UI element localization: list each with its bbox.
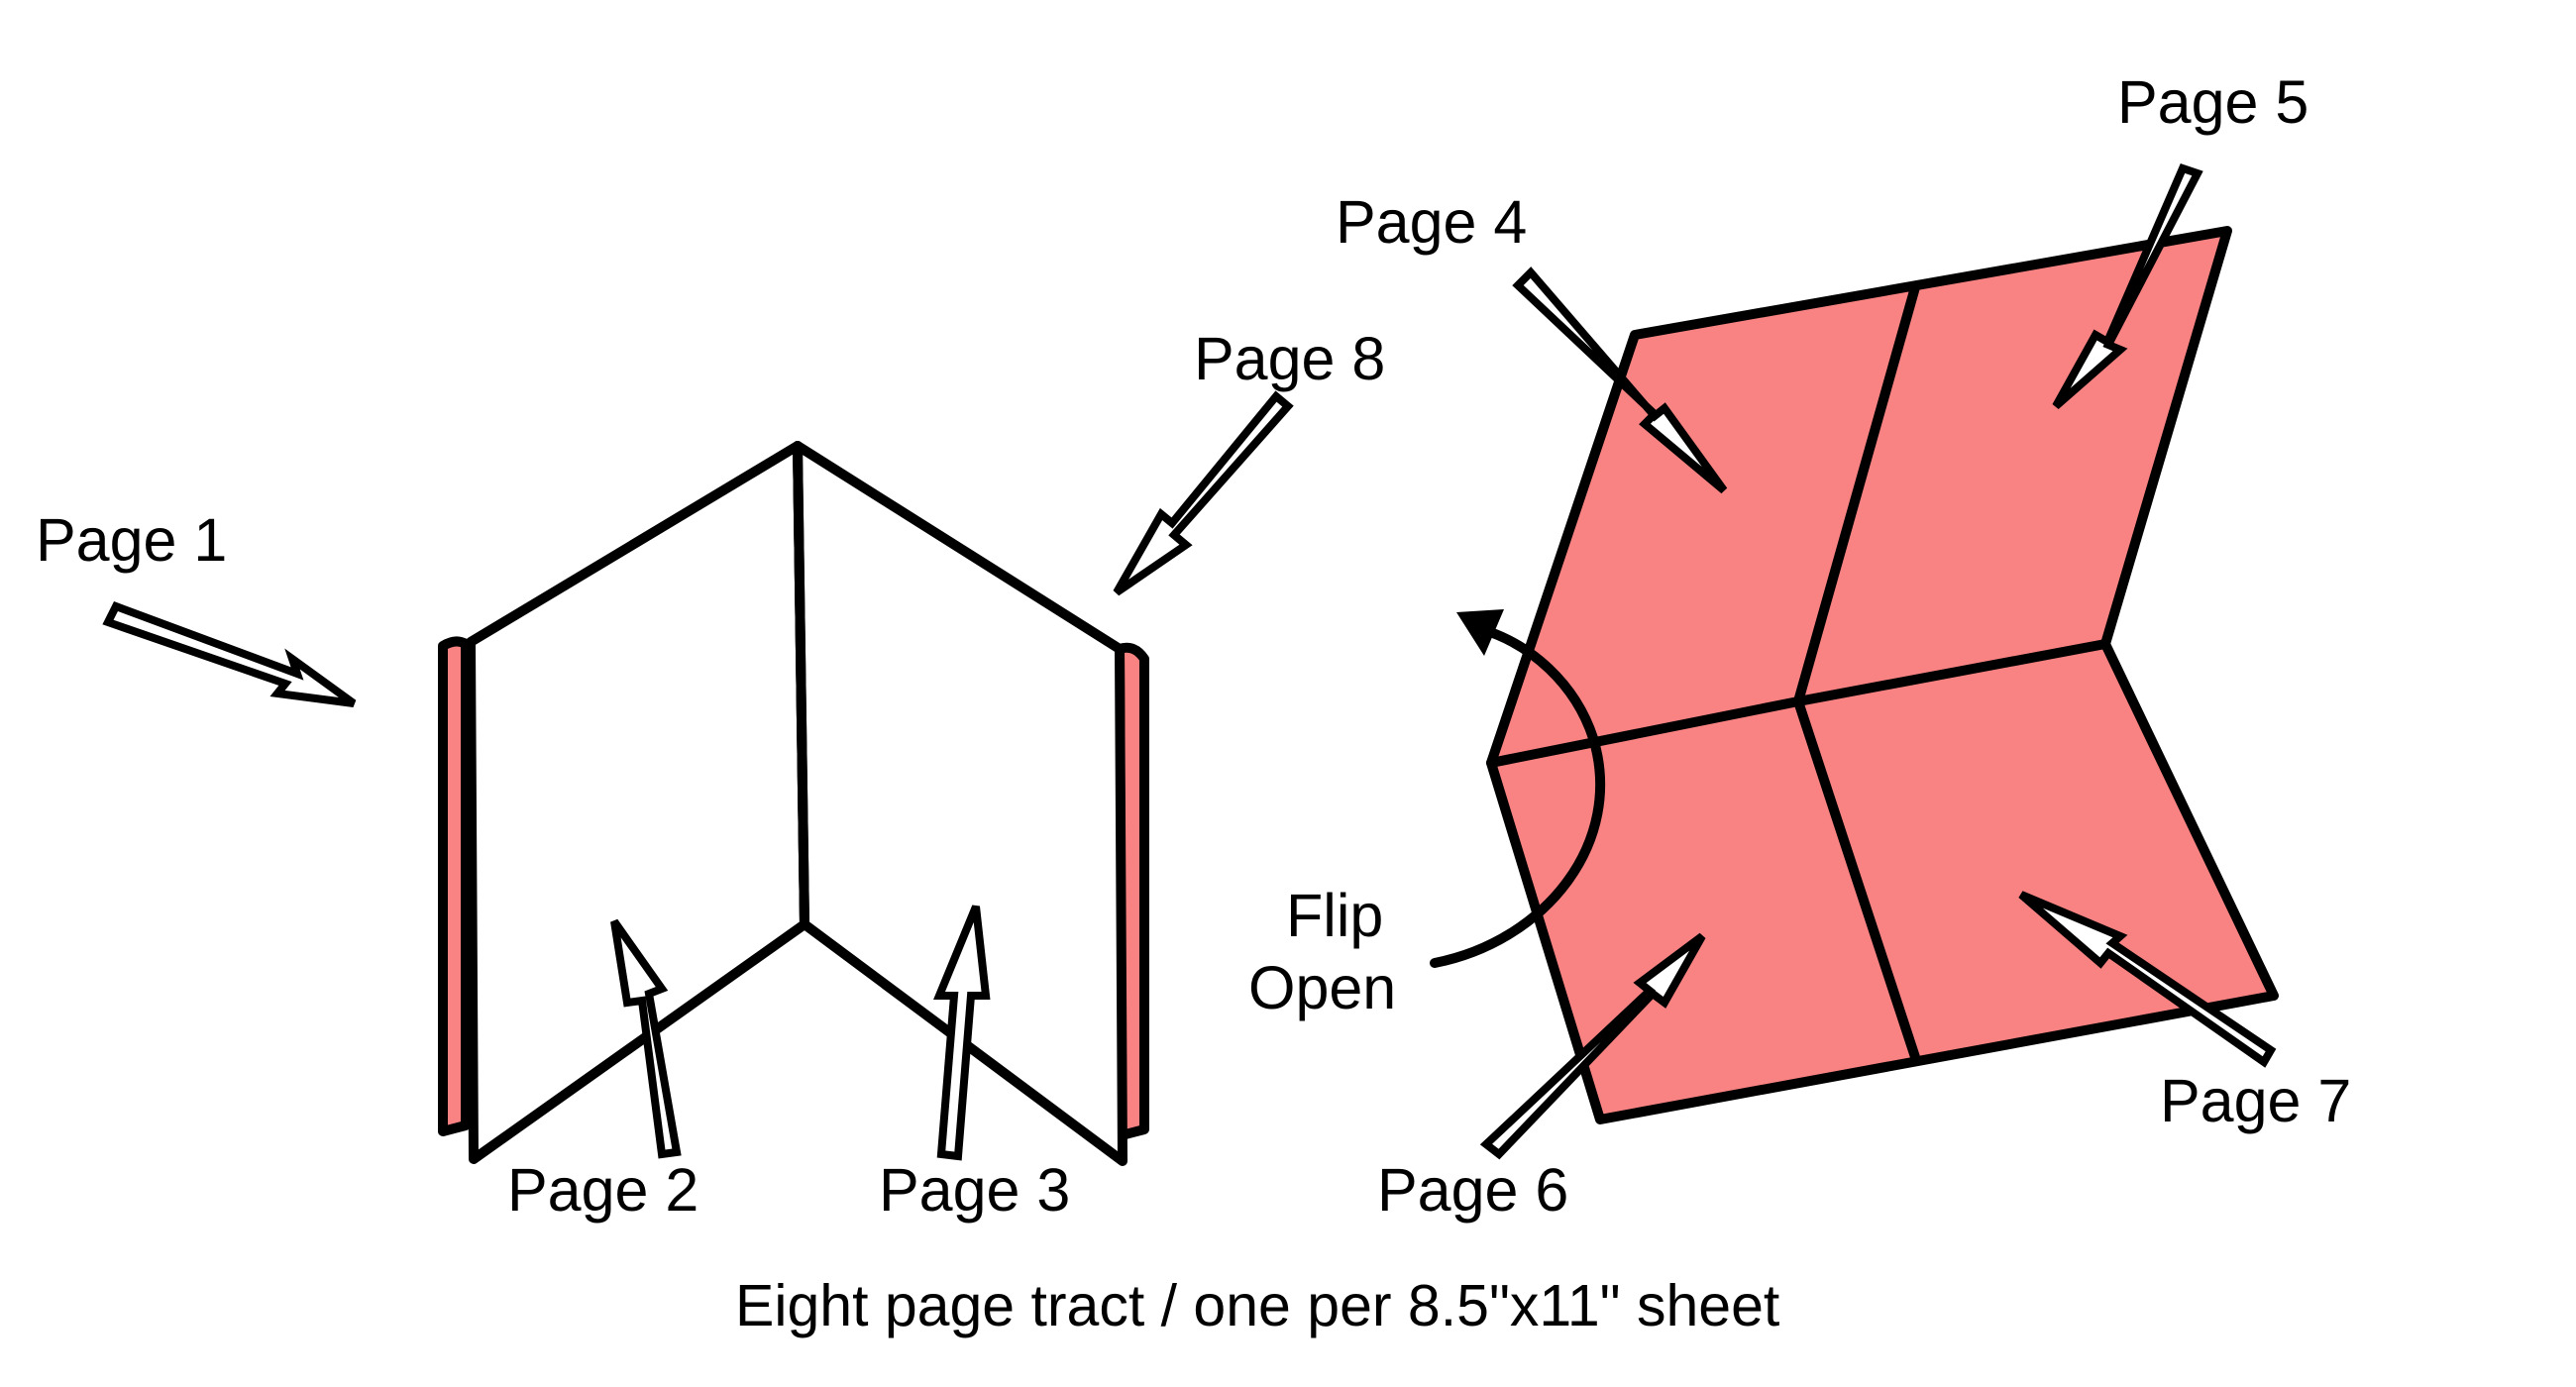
flip-open-arrowhead (1456, 609, 1504, 656)
page1-arrow (102, 600, 357, 707)
page-labels: Page 1 Page 2 Page 3 Page 4 Page 5 Page … (36, 68, 2351, 1224)
page6-arrow (1479, 932, 1706, 1160)
label-page2: Page 2 (507, 1156, 698, 1224)
label-page7: Page 7 (2160, 1067, 2351, 1134)
left-cover-edge (438, 636, 471, 1136)
label-page6: Page 6 (1377, 1156, 1568, 1224)
flip-open-curve (1430, 624, 1606, 968)
page4-arrow (1512, 267, 1728, 494)
page5-arrow (2052, 163, 2203, 410)
label-page1: Page 1 (36, 506, 227, 574)
booklet-spine (793, 441, 809, 929)
folded-booklet-figure (438, 441, 1149, 1166)
crease-upper (1793, 282, 1920, 706)
inner-page-left (466, 441, 809, 1164)
flip-open-arrow (1430, 609, 1606, 968)
diagram-caption: Eight page tract / one per 8.5"x11" shee… (735, 1273, 1779, 1338)
page7-arrow (2018, 891, 2277, 1068)
page2-arrow (610, 918, 682, 1159)
page3-arrow (933, 905, 991, 1161)
label-page4: Page 4 (1336, 188, 1527, 256)
crease-lower (1793, 696, 1920, 1062)
label-page5: Page 5 (2117, 68, 2308, 136)
label-page3: Page 3 (879, 1156, 1070, 1224)
pointer-arrows (102, 163, 2277, 1161)
label-page8: Page 8 (1194, 325, 1385, 392)
label-flip: Flip (1286, 882, 1383, 949)
page8-arrow (1113, 390, 1294, 596)
label-open: Open (1248, 954, 1396, 1021)
